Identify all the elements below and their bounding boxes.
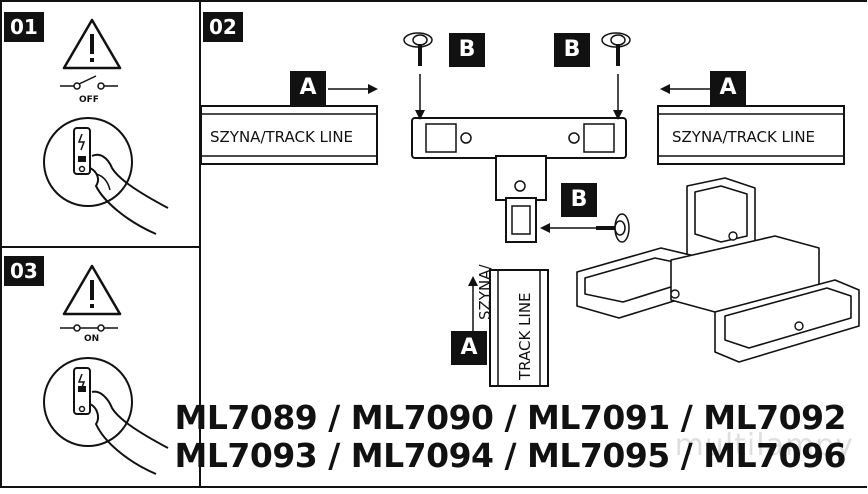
watermark: multilampy <box>674 428 854 463</box>
label-b: B <box>561 183 597 217</box>
bottom-track <box>489 269 549 387</box>
right-track-label: SZYNA/TRACK LINE <box>672 128 816 146</box>
warning-icon <box>62 264 122 316</box>
hand-pressing-switch-icon <box>43 357 169 475</box>
label-b: B <box>554 33 590 67</box>
connector-3d-illustration <box>576 177 860 363</box>
step-number: 02 <box>203 12 243 42</box>
model-numbers-line-1: ML7089 / ML7090 / ML7091 / ML7092 <box>174 398 847 437</box>
t-connector <box>411 117 627 243</box>
screw-icon <box>601 32 631 66</box>
label-b: B <box>449 33 485 67</box>
label-a: A <box>710 71 746 105</box>
warning-icon <box>62 18 122 70</box>
left-track-label: SZYNA/TRACK LINE <box>210 128 354 146</box>
screw-icon <box>596 213 630 243</box>
arrow-left-icon <box>540 223 596 233</box>
arrow-down-icon <box>415 74 425 120</box>
step-number: 01 <box>4 12 44 42</box>
arrow-left-icon <box>660 84 710 94</box>
model-numbers-line-2: ML7093 / ML7094 / ML7095 / ML7096 <box>174 436 847 475</box>
label-a: A <box>290 71 326 105</box>
step-01-panel: 01 OFF <box>0 0 201 248</box>
hand-pressing-switch-icon <box>43 117 169 235</box>
label-a: A <box>451 331 487 365</box>
arrow-right-icon <box>328 84 378 94</box>
bottom-track-label-2: TRACK LINE <box>516 292 534 380</box>
switch-state-label: ON <box>84 334 100 344</box>
step-number: 03 <box>4 256 44 286</box>
switch-on-icon <box>60 324 118 332</box>
step-03-panel: 03 ON <box>0 246 201 488</box>
right-track <box>657 105 845 165</box>
left-track <box>200 105 378 165</box>
arrow-down-icon <box>613 74 623 120</box>
screw-icon <box>403 32 433 66</box>
switch-off-icon <box>60 75 118 90</box>
switch-state-label: OFF <box>79 95 99 105</box>
